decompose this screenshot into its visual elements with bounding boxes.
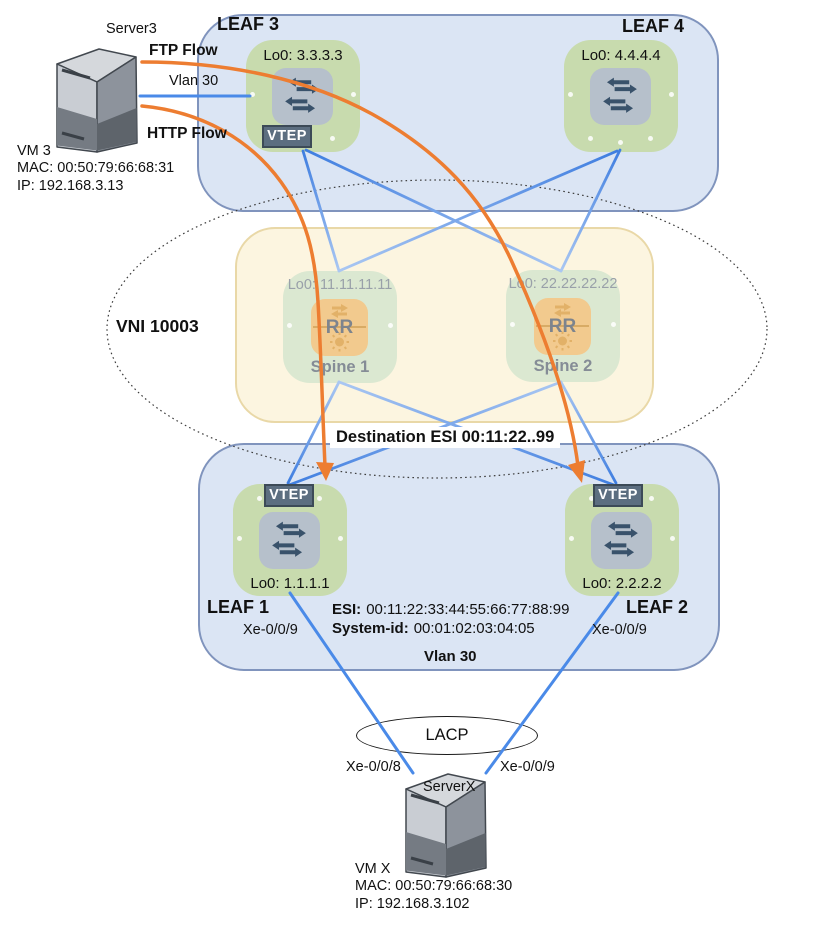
- leaf3-node: Lo0: 3.3.3.3 VTEP: [246, 40, 360, 152]
- esi-row: ESI:00:11:22:33:44:55:66:77:88:99: [332, 601, 569, 619]
- leaf3-loopback: Lo0: 3.3.3.3: [263, 47, 343, 64]
- leaf2-loopback: Lo0: 2.2.2.2: [582, 575, 662, 592]
- vmx-mac: MAC: 00:50:79:66:68:30: [355, 878, 513, 895]
- leaf2-title: LEAF 2: [626, 597, 689, 617]
- spine2-loopback: Lo0: 22.22.22.22: [508, 276, 618, 292]
- spine1-route-reflector-icon: RR: [311, 299, 368, 356]
- leaf4-loopback: Lo0: 4.4.4.4: [581, 47, 661, 64]
- vm3-info: VM 3 MAC: 00:50:79:66:68:31 IP: 192.168.…: [17, 143, 174, 195]
- vlan30-bottom-label: Vlan 30: [424, 648, 477, 665]
- leaf3-title: LEAF 3: [217, 14, 280, 34]
- vmx-info: VM X MAC: 00:50:79:66:68:30 IP: 192.168.…: [355, 861, 512, 913]
- leaf2-node: VTEP Lo0: 2.2.2.2: [565, 484, 679, 596]
- vm3-name: VM 3: [17, 143, 51, 159]
- spine1-loopback: Lo0: 11.11.11.11: [287, 277, 393, 293]
- serverx-name: ServerX: [423, 779, 476, 795]
- esi-key: ESI:: [332, 601, 362, 618]
- switch-arrows-icon: [272, 521, 306, 557]
- leaf3-switch-icon: [272, 68, 333, 125]
- leaf1-switch-icon: [259, 512, 320, 569]
- leaf1-node: VTEP Lo0: 1.1.1.1: [233, 484, 347, 596]
- destination-esi-label: Destination ESI 00:11:22..99: [330, 427, 561, 448]
- switch-arrows-icon: [285, 77, 319, 113]
- ftp-flow-label: FTP Flow: [149, 42, 218, 59]
- leaf1-vtep-badge: VTEP: [264, 484, 314, 507]
- leaf2-vtep-badge: VTEP: [593, 484, 643, 507]
- switch-arrows-icon: [603, 77, 637, 113]
- lacp-bundle: LACP: [356, 716, 538, 755]
- system-id-key: System-id:: [332, 620, 409, 637]
- vmx-ip: IP: 192.168.3.102: [355, 895, 470, 912]
- server3-name: Server3: [106, 21, 157, 37]
- leaf4-switch-icon: [590, 68, 651, 125]
- system-id-row: System-id:00:01:02:03:04:05: [332, 620, 535, 638]
- serverx-port-right-label: Xe-0/0/9: [500, 759, 555, 775]
- spine2-route-reflector-icon: RR: [534, 298, 591, 355]
- lacp-label: LACP: [425, 726, 469, 744]
- leaf4-title: LEAF 4: [622, 16, 685, 36]
- switch-arrows-icon: [604, 521, 638, 557]
- spine2-node: Lo0: 22.22.22.22 RR Spine 2: [506, 270, 620, 382]
- system-id-value: 00:01:02:03:04:05: [413, 620, 535, 637]
- vm3-mac: MAC: 00:50:79:66:68:31: [17, 160, 175, 177]
- vlan30-top-label: Vlan 30: [169, 73, 219, 89]
- spine1-rr-label: RR: [325, 316, 354, 338]
- leaf1-port-label: Xe-0/0/9: [243, 622, 298, 638]
- spine2-name: Spine 2: [533, 357, 593, 375]
- spine1-node: Lo0: 11.11.11.11 RR Spine 1: [283, 271, 397, 383]
- vni-label: VNI 10003: [116, 316, 199, 336]
- serverx-port-left-label: Xe-0/0/8: [346, 759, 401, 775]
- leaf3-vtep-badge: VTEP: [262, 125, 312, 148]
- spine2-rr-label: RR: [548, 315, 577, 337]
- server3-icon: [56, 43, 140, 160]
- vmx-name: VM X: [355, 861, 391, 877]
- leaf2-port-label: Xe-0/0/9: [592, 622, 647, 638]
- serverx-icon: [404, 768, 490, 885]
- leaf4-node: Lo0: 4.4.4.4: [564, 40, 678, 152]
- leaf2-switch-icon: [591, 512, 652, 569]
- vm3-ip: IP: 192.168.3.13: [17, 177, 124, 194]
- http-flow-label: HTTP Flow: [147, 125, 227, 142]
- leaf1-title: LEAF 1: [207, 597, 270, 617]
- leaf1-loopback: Lo0: 1.1.1.1: [250, 575, 330, 592]
- esi-value: 00:11:22:33:44:55:66:77:88:99: [366, 601, 570, 618]
- spine1-name: Spine 1: [310, 358, 370, 376]
